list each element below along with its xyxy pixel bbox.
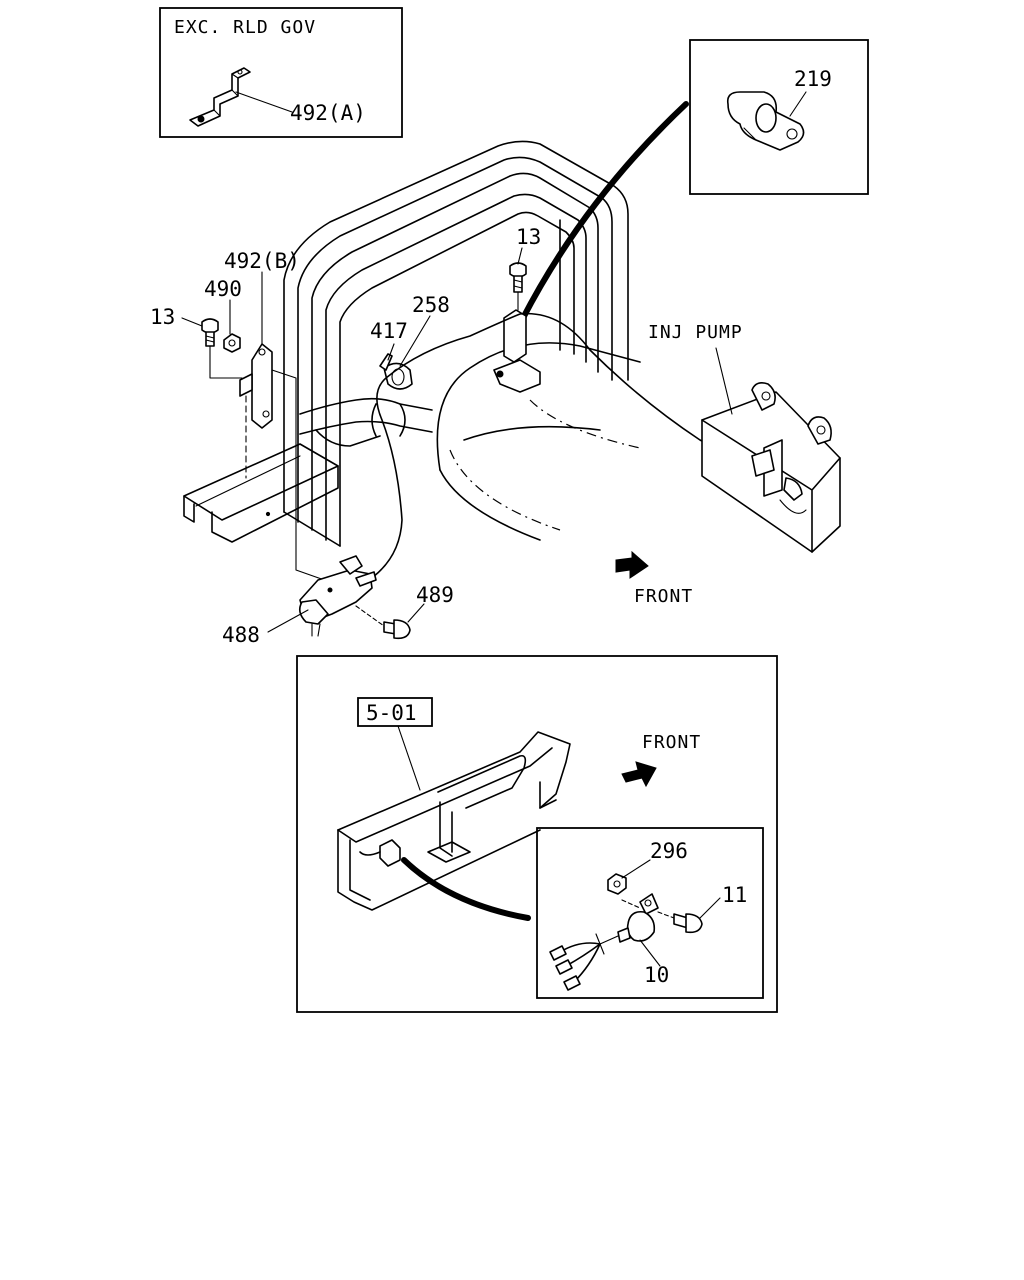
clip-258-drawing xyxy=(379,353,413,390)
callout-11: 11 xyxy=(722,883,747,907)
callout-296: 296 xyxy=(650,839,688,863)
nut-490-drawing xyxy=(223,333,241,353)
callout-219: 219 xyxy=(794,67,832,91)
callout-488: 488 xyxy=(222,623,260,647)
main-leaders xyxy=(181,247,733,633)
leader-492a xyxy=(235,91,293,113)
inset-link-arc xyxy=(401,857,531,921)
inset-governor-title: EXC. RLD GOV xyxy=(174,17,316,38)
callout-258: 258 xyxy=(412,293,450,317)
callout-492b: 492(B) xyxy=(224,249,300,273)
detail-inset-box xyxy=(536,827,764,999)
frame-rail-drawing xyxy=(337,731,571,911)
inset-governor-box: EXC. RLD GOV 492(A) xyxy=(159,7,403,138)
callout-490: 490 xyxy=(204,277,242,301)
clip-219-drawing xyxy=(726,91,805,151)
callout-417: 417 xyxy=(370,319,408,343)
leader-5-01 xyxy=(397,725,421,791)
lower-inset-box: 5-01 FRONT xyxy=(296,655,778,1013)
label-front-main: FRONT xyxy=(634,586,693,607)
callout-13-top: 13 xyxy=(516,225,541,249)
clip-leader-arc xyxy=(519,101,689,323)
leader-219 xyxy=(789,91,807,117)
wire-harness-drawing xyxy=(549,933,605,991)
leader-11 xyxy=(699,897,721,919)
label-inj-pump: INJ PUMP xyxy=(648,322,743,343)
callout-13-left: 13 xyxy=(150,305,175,329)
front-arrow-main xyxy=(615,550,649,579)
bolt-11-drawing xyxy=(657,911,703,934)
callout-489: 489 xyxy=(416,583,454,607)
nut-296-drawing xyxy=(607,873,627,895)
bolt-489-drawing xyxy=(355,605,411,640)
label-front-inset: FRONT xyxy=(642,732,701,753)
front-arrow-inset xyxy=(621,761,657,788)
callout-5-01: 5-01 xyxy=(366,701,417,725)
reference-box-5-01 xyxy=(357,697,433,727)
bolt-13-left-drawing xyxy=(201,318,219,347)
leader-296 xyxy=(621,859,651,879)
bolt-13-top-drawing xyxy=(493,262,541,393)
main-assembly-drawing xyxy=(183,140,841,640)
callout-10: 10 xyxy=(644,963,669,987)
rail-sensor-drawing xyxy=(359,839,401,867)
leader-10 xyxy=(639,939,661,967)
bracket-492a-drawing xyxy=(189,67,251,127)
callout-492a: 492(A) xyxy=(290,101,366,125)
switch-488-drawing xyxy=(298,555,377,637)
inset-clip-box: 219 xyxy=(689,39,869,195)
injection-pump-drawing xyxy=(701,382,841,553)
sensor-10-drawing xyxy=(599,893,659,945)
